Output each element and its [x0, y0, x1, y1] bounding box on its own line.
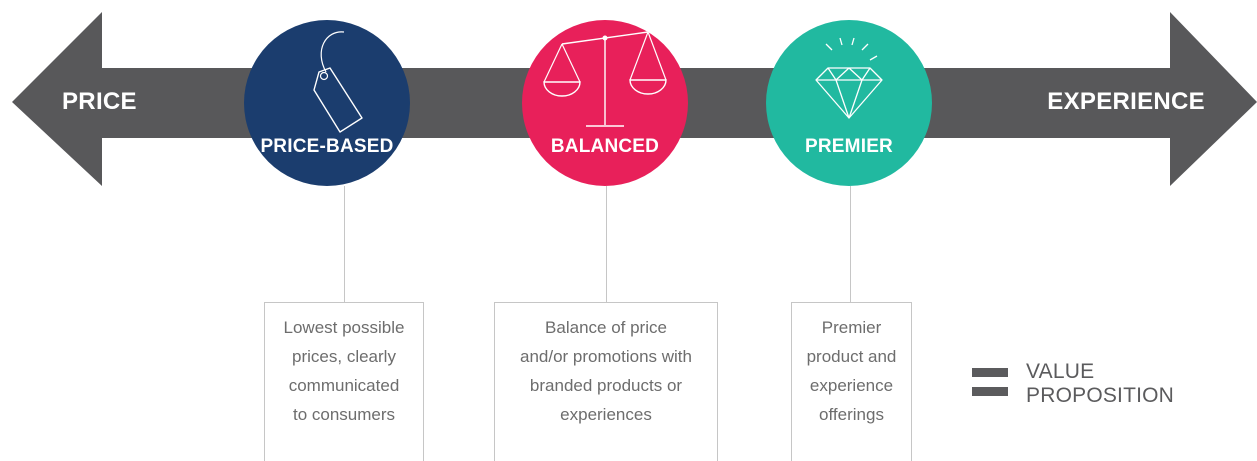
tier-premier-circle: PREMIER — [766, 20, 932, 186]
legend-line: PROPOSITION — [1026, 384, 1175, 407]
description-line: prices, clearly — [292, 347, 396, 366]
description-line: experiences — [560, 405, 652, 424]
legend-line: VALUE — [1026, 360, 1095, 383]
tier-balanced-description: Balance of price and/or promotions with … — [494, 302, 718, 461]
tier-balanced-connector — [606, 186, 607, 302]
diamond-icon — [815, 37, 883, 119]
description-line: offerings — [819, 405, 884, 424]
arrow-right-label: EXPERIENCE — [1047, 88, 1205, 115]
description-line: and/or promotions with — [520, 347, 692, 366]
description-line: branded products or — [529, 376, 683, 395]
description-line: to consumers — [292, 405, 396, 424]
description-line: product and — [806, 347, 897, 366]
tier-premier-label: PREMIER — [805, 136, 893, 157]
tier-balanced-circle: BALANCED — [522, 20, 688, 186]
tier-price-based-circle: PRICE-BASED — [244, 20, 410, 186]
description-line: Balance of price — [545, 318, 667, 337]
tier-premier-description: Premier product and experience offerings — [791, 302, 912, 461]
description-line: experience — [809, 376, 894, 395]
tier-price-based-description: Lowest possible prices, clearly communic… — [264, 302, 424, 461]
tier-balanced-label: BALANCED — [550, 136, 660, 157]
scale-icon — [543, 31, 667, 127]
equals-icon — [972, 368, 1008, 396]
value-proposition-legend: VALUE PROPOSITION — [1026, 360, 1174, 408]
description-line: Lowest possible — [283, 318, 405, 337]
description-line: Premier — [821, 318, 882, 337]
tier-price-based-label: PRICE-BASED — [260, 136, 394, 157]
tier-premier-connector — [850, 186, 851, 302]
tier-price-based-connector — [344, 186, 345, 302]
price-tag-icon — [313, 31, 363, 133]
description-line: communicated — [288, 376, 400, 395]
arrow-left-label: PRICE — [62, 88, 137, 115]
